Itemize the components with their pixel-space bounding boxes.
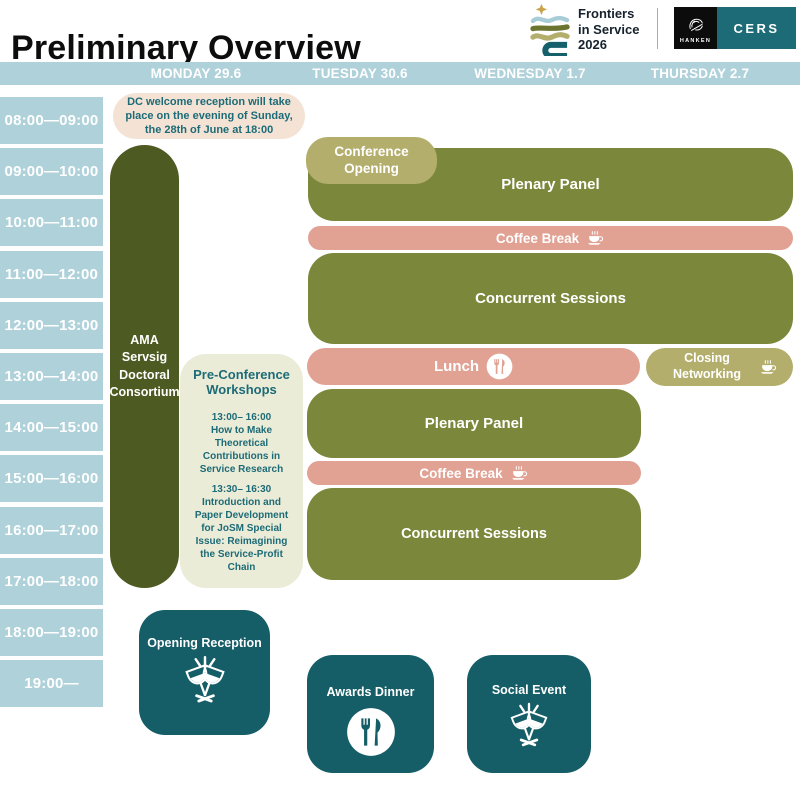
event-social-event: Social Event [467, 655, 591, 773]
dc-welcome-note-text: DC welcome reception will take place on … [125, 95, 293, 137]
time-slot: 18:00—19:00 [0, 609, 103, 656]
opening-reception-label: Opening Reception [147, 636, 262, 650]
hanken-logo: HANKEN [674, 7, 717, 49]
closing-networking-label: Closing Networking [672, 351, 742, 381]
dc-welcome-note: DC welcome reception will take place on … [113, 93, 305, 139]
hanken-label: HANKEN [679, 37, 712, 44]
event-opening-reception: Opening Reception [139, 610, 270, 735]
cers-label: CERS [733, 20, 780, 36]
clinking-glasses-icon [184, 655, 225, 703]
concurrent-sessions-2-label: Concurrent Sessions [401, 526, 547, 542]
event-plenary-panel-2: Plenary Panel [307, 389, 641, 458]
time-slot: 14:00—15:00 [0, 404, 103, 451]
time-slot: 19:00— [0, 660, 103, 707]
event-awards-dinner: Awards Dinner [307, 655, 434, 773]
time-slot: 12:00—13:00 [0, 302, 103, 349]
time-slot: 11:00—12:00 [0, 251, 103, 298]
plenary-panel-1-label: Plenary Panel [501, 176, 600, 193]
time-slot: 17:00—18:00 [0, 558, 103, 605]
event-concurrent-sessions-2: Concurrent Sessions [307, 488, 641, 580]
event-preconference-workshops: Pre-Conference Workshops 13:00– 16:00 Ho… [180, 354, 303, 588]
workshop-1-name: How to Make Theoretical Contributions in… [199, 424, 284, 475]
plenary-panel-2-label: Plenary Panel [424, 415, 524, 432]
event-concurrent-sessions-1: Concurrent Sessions [308, 253, 793, 344]
hanken-crest-icon [688, 18, 703, 31]
preconference-title: Pre-Conference Workshops [193, 367, 290, 397]
workshop-2-name: Introduction and Paper Development for J… [194, 496, 289, 573]
event-ama-label: AMA Servsig Doctoral Consortium [109, 332, 180, 400]
coffee-cup-icon [511, 466, 527, 480]
event-conference-opening: Conference Opening [306, 137, 437, 184]
day-wednesday: WEDNESDAY 1.7 [474, 66, 586, 81]
frontiers-logo-text: Frontiers in Service 2026 [578, 6, 639, 54]
time-slot: 16:00—17:00 [0, 507, 103, 554]
day-thursday: THURSDAY 2.7 [650, 66, 750, 81]
frontiers-logo: Frontiers in Service 2026 [530, 3, 639, 56]
time-slot: 15:00—16:00 [0, 455, 103, 502]
concurrent-sessions-1-label: Concurrent Sessions [475, 290, 626, 307]
cers-logo: CERS [717, 7, 796, 49]
cutlery-circle-icon [346, 708, 395, 756]
frontiers-logo-line1: Frontiers [578, 5, 635, 21]
time-slot: 08:00—09:00 [0, 97, 103, 144]
time-slot: 10:00—11:00 [0, 199, 103, 246]
clinking-glasses-icon [510, 702, 548, 747]
frontiers-logo-line2: in Service [578, 21, 640, 37]
awards-dinner-label: Awards Dinner [326, 685, 415, 699]
cutlery-circle-icon [486, 353, 513, 380]
workshop-1-time: 13:00– 16:00 [211, 411, 272, 423]
event-lunch: Lunch [307, 348, 640, 385]
event-coffee-break-1: Coffee Break [308, 226, 793, 250]
frontiers-logo-line3: 2026 [578, 37, 607, 53]
time-slot: 09:00—10:00 [0, 148, 103, 195]
coffee-cup-icon [760, 360, 777, 374]
coffee-break-2-label: Coffee Break [419, 465, 503, 481]
social-event-label: Social Event [491, 683, 567, 697]
logo-divider [657, 8, 658, 49]
event-coffee-break-2: Coffee Break [307, 461, 641, 485]
conference-opening-label: Conference Opening [334, 143, 409, 176]
day-monday: MONDAY 29.6 [150, 66, 242, 81]
page-title: Preliminary Overview [11, 28, 361, 67]
lunch-label: Lunch [434, 358, 479, 375]
time-slot: 13:00—14:00 [0, 353, 103, 400]
event-closing-networking: Closing Networking [646, 348, 793, 386]
event-ama-doctoral-consortium: AMA Servsig Doctoral Consortium [109, 145, 180, 588]
coffee-cup-icon [588, 231, 604, 245]
workshop-2-time: 13:30– 16:30 [211, 483, 272, 495]
frontiers-logo-mark-icon [530, 3, 570, 56]
day-header-band [0, 62, 800, 85]
day-tuesday: TUESDAY 30.6 [312, 66, 408, 81]
coffee-break-1-label: Coffee Break [495, 230, 580, 246]
